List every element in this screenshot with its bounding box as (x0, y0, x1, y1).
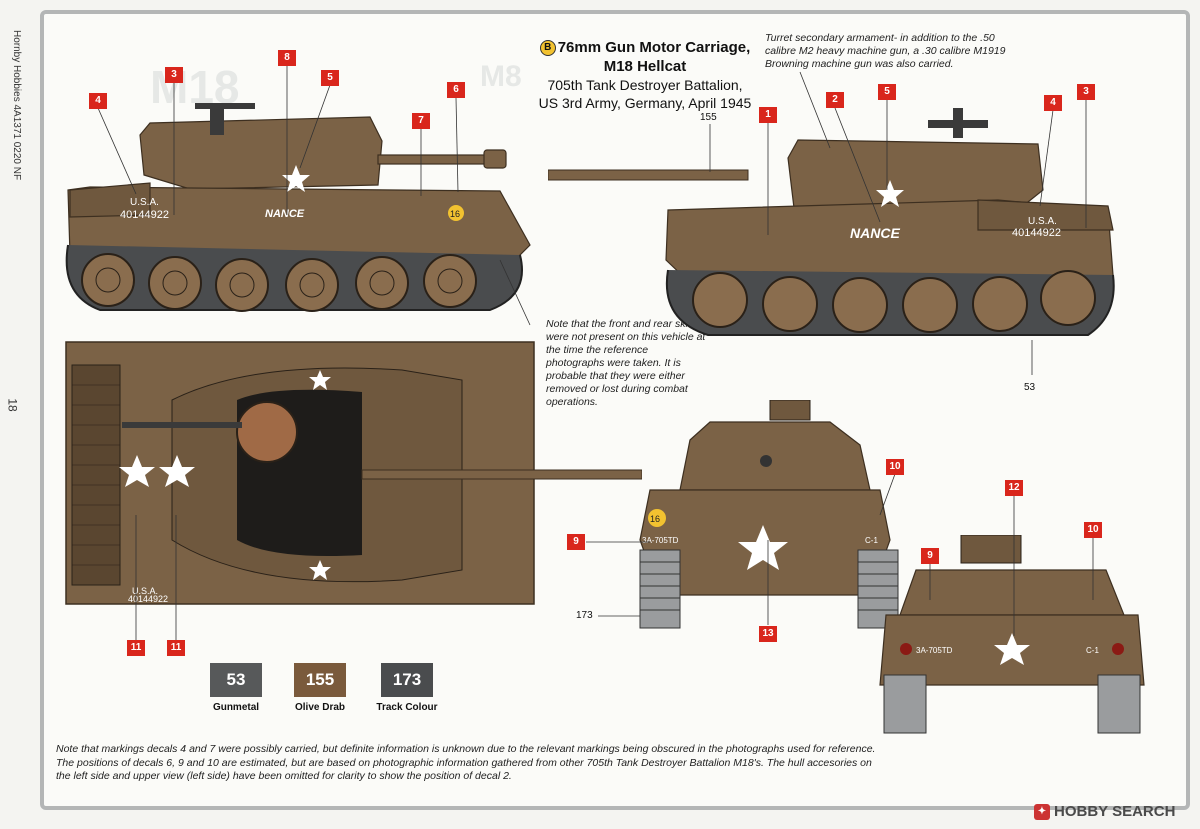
skirts-note: Note that the front and rear skirts were… (546, 318, 706, 408)
decal-callout: 9 (921, 548, 939, 564)
decal-callout: 10 (886, 459, 904, 475)
decal-callout: 4 (89, 93, 107, 109)
paint-code-53: 53 (1024, 382, 1036, 393)
hobby-search-icon: ✦ (1034, 804, 1050, 821)
swatch-olive-drab: 155 (294, 663, 346, 697)
usa-marking: U.S.A. (130, 197, 159, 208)
title-line4: US 3rd Army, Germany, April 1945 (538, 95, 752, 111)
svg-text:40144922: 40144922 (1012, 227, 1061, 239)
name-marking: NANCE (265, 208, 305, 220)
svg-text:3A-705TD: 3A-705TD (916, 646, 953, 655)
decal-callout: 8 (278, 50, 296, 66)
decal-callout: 1 (759, 107, 777, 123)
right-side-view: NANCE U.S.A. 40144922 (548, 108, 1115, 336)
svg-text:C-1: C-1 (1086, 646, 1099, 655)
swatch-track-colour: 173 (381, 663, 433, 697)
swatch-label: Gunmetal (212, 702, 260, 713)
decal-callout: 2 (826, 92, 844, 108)
decal-callout: 7 (412, 113, 430, 129)
decal-callout: 10 (1084, 522, 1102, 538)
swatch-label: Track Colour (376, 702, 438, 713)
turret-note: Turret secondary armament- in addition t… (765, 32, 1006, 70)
swatch-label: Olive Drab (294, 702, 346, 713)
left-side-view: U.S.A. 40144922 NANCE 16 (65, 103, 531, 312)
decal-callout: 3 (165, 67, 183, 83)
decal-callout: 5 (878, 84, 896, 100)
svg-text:40144922: 40144922 (128, 594, 168, 604)
title-line3: 705th Tank Destroyer Battalion, (547, 77, 743, 93)
svg-text:16: 16 (650, 514, 660, 524)
svg-text:U.S.A.: U.S.A. (1028, 216, 1057, 227)
front-view: 16 3A-705TD C-1 (639, 400, 899, 629)
front-c1-marking: C-1 (865, 536, 878, 545)
paint-code-155: 155 (700, 112, 717, 123)
svg-text:U.S.A.: U.S.A. (132, 586, 158, 596)
decal-callout: 5 (321, 70, 339, 86)
swatch-gunmetal: 53 (210, 663, 262, 697)
number-marking: 16 (450, 209, 460, 219)
decal-callout: 9 (567, 534, 585, 550)
title-line2: M18 Hellcat (603, 58, 687, 75)
serial-marking: 40144922 (120, 209, 169, 221)
svg-text:NANCE: NANCE (850, 225, 900, 241)
decal-callout: 6 (447, 82, 465, 98)
scheme-badge: B (539, 40, 556, 57)
top-view: U.S.A. 40144922 (65, 341, 642, 605)
footer-note: Note that markings decals 4 and 7 were p… (56, 743, 876, 782)
paint-code-173: 173 (576, 610, 593, 621)
decal-callout: 3 (1077, 84, 1095, 100)
decal-callout: 12 (1005, 480, 1023, 496)
decal-callout: 11 (127, 640, 145, 656)
ghost-print: M8 (480, 60, 522, 93)
decal-callout: 13 (759, 626, 777, 642)
watermark: ✦HOBBY SEARCH (1034, 803, 1176, 821)
front-unit-marking: 3A-705TD (642, 536, 679, 545)
decal-callout: 11 (167, 640, 185, 656)
rear-view: 3A-705TD C-1 (879, 535, 1145, 734)
decal-callout: 4 (1044, 95, 1062, 111)
title-line1: 76mm Gun Motor Carriage, (557, 39, 751, 56)
watermark-text: HOBBY SEARCH (1054, 803, 1176, 820)
